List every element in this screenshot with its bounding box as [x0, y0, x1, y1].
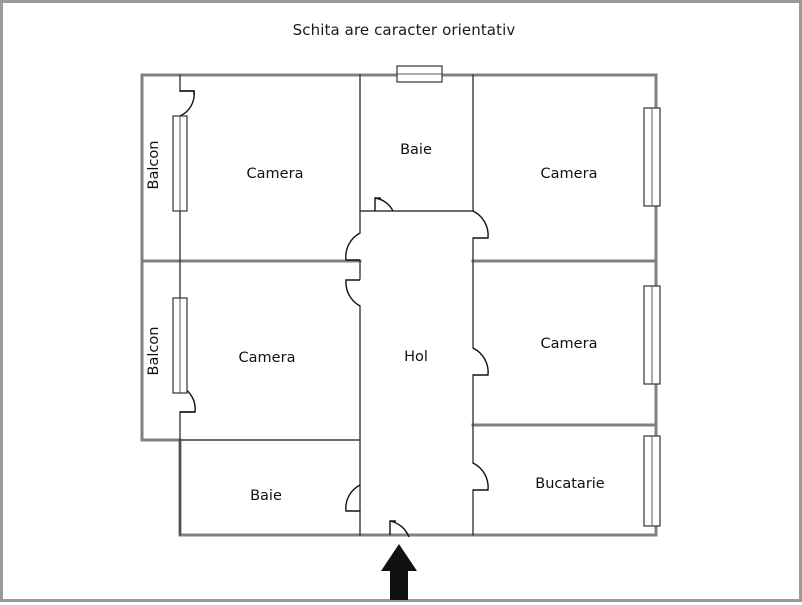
door-bucatarie: [472, 462, 489, 491]
door-baie-top: [374, 197, 394, 212]
room-label-camera-top-left: Camera: [247, 166, 304, 182]
room-label-bucatarie: Bucatarie: [535, 476, 605, 492]
door-balcon-top: [179, 90, 195, 117]
room-label-camera-top-right: Camera: [541, 166, 598, 182]
entrance-arrow: [381, 544, 417, 600]
exterior-walls: [140, 73, 658, 537]
room-label-camera-mid-right: Camera: [541, 336, 598, 352]
room-label-camera-mid-left: Camera: [239, 350, 296, 366]
entrance-arrow-shape: [381, 544, 417, 600]
doors: [179, 90, 489, 538]
room-label-hol: Hol: [404, 349, 428, 365]
door-camera-topright: [472, 210, 489, 239]
page-title: Schita are caracter orientativ: [292, 21, 516, 39]
room-labels: Balcon Camera Baie Camera Balcon Camera …: [146, 141, 605, 504]
windows: [172, 65, 661, 527]
interior-partitions: [179, 74, 474, 536]
door-camera-midleft: [345, 279, 361, 307]
room-label-baie-top: Baie: [400, 142, 432, 158]
door-camera-topleft: [345, 232, 361, 261]
floor-plan: Balcon Camera Baie Camera Balcon Camera …: [140, 65, 661, 600]
room-label-baie-bottom: Baie: [250, 488, 282, 504]
door-camera-midright: [472, 347, 489, 376]
room-label-balcon-top: Balcon: [146, 141, 162, 190]
door-baie-bottom: [345, 484, 361, 512]
room-label-balcon-mid: Balcon: [146, 327, 162, 376]
